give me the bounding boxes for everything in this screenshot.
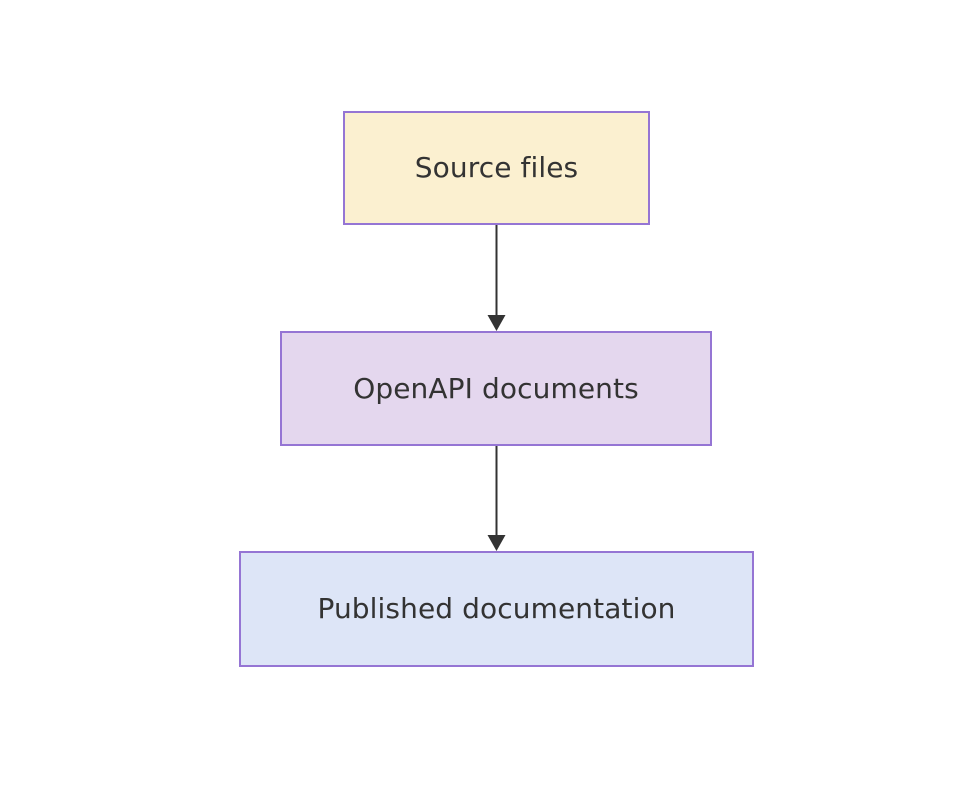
node-label: OpenAPI documents — [353, 371, 639, 405]
node-published-documentation[interactable]: Published documentation — [239, 551, 754, 667]
arrowhead-down-icon — [487, 535, 506, 551]
node-label: Source files — [414, 151, 579, 185]
node-label: Published documentation — [317, 592, 676, 626]
arrowhead-down-icon — [487, 315, 506, 331]
node-source-files[interactable]: Source files — [343, 111, 650, 225]
node-openapi-documents[interactable]: OpenAPI documents — [280, 331, 712, 446]
